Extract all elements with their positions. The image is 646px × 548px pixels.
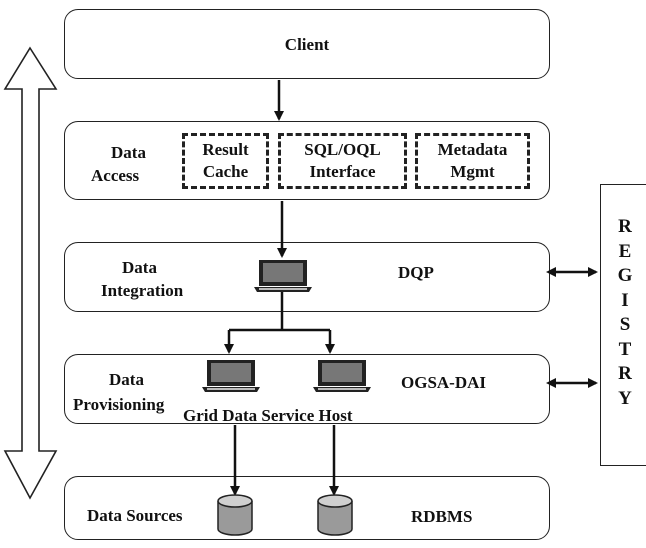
client-layer: Client <box>64 9 550 79</box>
metadata-line2: Mgmt <box>450 162 495 181</box>
laptop-icon <box>313 360 371 392</box>
registry-letter: Y <box>618 387 632 409</box>
result-cache-component: Result Cache <box>182 133 269 189</box>
grid-data-service-host-caption: Grid Data Service Host <box>183 406 353 425</box>
data-access-label-line1: Data <box>111 143 146 162</box>
laptop-icon <box>254 260 312 292</box>
result-cache-line1: Result <box>202 140 249 159</box>
data-provisioning-layer: Data Provisioning OGSA-DAI <box>64 354 550 424</box>
laptop-icon <box>202 360 260 392</box>
ogsa-dai-label: OGSA-DAI <box>401 373 487 392</box>
database-icon <box>317 494 353 536</box>
registry-letter: E <box>618 240 632 262</box>
data-access-layer: Data Access Result Cache SQL/OQL Interfa… <box>64 121 550 200</box>
result-cache-line2: Cache <box>202 162 249 181</box>
metadata-line1: Metadata <box>437 140 508 159</box>
data-access-label-line2: Access <box>91 166 140 185</box>
data-provisioning-label-line1: Data <box>109 370 144 389</box>
sql-oql-interface-component: SQL/OQL Interface <box>278 133 407 189</box>
left-double-arrow <box>3 46 58 500</box>
dqp-label: DQP <box>398 263 434 282</box>
database-icon <box>217 494 253 536</box>
registry-letter: I <box>621 289 629 311</box>
metadata-mgmt-component: Metadata Mgmt <box>415 133 530 189</box>
registry-letter: R <box>618 216 632 237</box>
registry-letter: T <box>618 338 632 360</box>
client-label: Client <box>284 35 330 54</box>
data-integration-label-line2: Integration <box>101 281 184 300</box>
data-sources-label: Data Sources <box>87 506 183 525</box>
registry-letter: R <box>618 363 632 384</box>
registry-letter: G <box>617 265 633 286</box>
sql-oql-line1: SQL/OQL <box>304 140 381 159</box>
registry-letter: S <box>619 314 631 335</box>
rdbms-label: RDBMS <box>411 507 473 526</box>
data-sources-layer: Data Sources RDBMS <box>64 476 550 540</box>
sql-oql-line2: Interface <box>309 162 376 181</box>
data-integration-label-line1: Data <box>122 258 157 277</box>
data-provisioning-label-line2: Provisioning <box>73 395 165 414</box>
